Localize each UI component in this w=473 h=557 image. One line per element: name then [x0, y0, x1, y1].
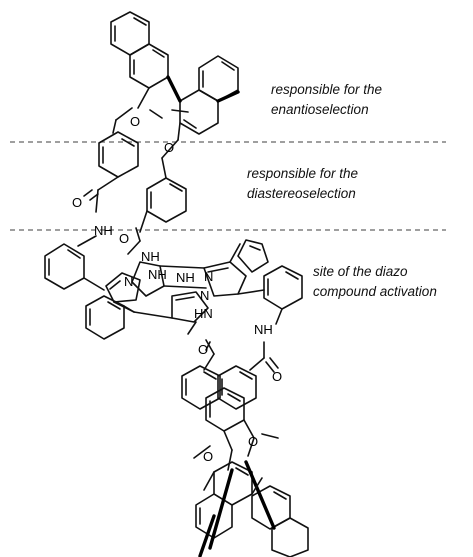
meso-phenyl-lower-left: [85, 295, 135, 340]
atom-o-top-left: O: [130, 114, 140, 129]
benzyl-linker-left: [83, 131, 139, 213]
atom-nh-pyrrole-upper: NH: [141, 249, 160, 264]
atom-n-pyrrole-right: N: [204, 269, 213, 284]
biaryl-axis-bond: [166, 75, 182, 103]
atom-nh-right: NH: [254, 322, 273, 337]
naphthyl-ring-a2: [129, 43, 169, 89]
annotation-activation-line2: compound activation: [313, 284, 437, 299]
aryl-ring-right: [263, 265, 303, 325]
annotation-enantioselection: responsible for the enantioselection: [271, 80, 382, 120]
phenyl-ring-meso-lower-left: [85, 295, 125, 340]
pyrrole-ring-upper: [131, 261, 165, 297]
atom-o-amide-lower-right: O: [272, 369, 282, 384]
pyrrole-ring-lower: [171, 291, 209, 323]
binaphthyl-bottom: [195, 460, 309, 557]
naphthyl-ring-d2: [271, 517, 309, 557]
phenyl-ring-linker-left: [98, 131, 139, 178]
meso-ring-top-right: [237, 239, 269, 273]
atom-n-pyrrole-lower: N: [200, 288, 209, 303]
naphthyl-ring-c1: [213, 461, 253, 506]
phenyl-ring-upper-left: [44, 243, 85, 290]
annotation-diastereoselection: responsible for the diastereoselection: [247, 164, 358, 204]
lower-aryl-stack: [181, 365, 279, 471]
pyrrole-ring-right: [203, 261, 247, 297]
atom-o-amide-left: O: [72, 195, 82, 210]
naphthyl-ring-d1: [251, 485, 291, 530]
phenyl-ring-lower-b: [217, 365, 257, 410]
benzyl-linker-right: [127, 139, 187, 255]
annotation-enantio-line2: enantioselection: [271, 102, 369, 117]
phenyl-ring-lower-a: [181, 365, 221, 410]
annotation-diastereo-line2: diastereoselection: [247, 186, 356, 201]
annotation-diastereo-line1: responsible for the: [247, 166, 359, 181]
annotation-activation-line1: site of the diazo: [313, 264, 408, 279]
atom-o-bottom-right: O: [248, 434, 258, 449]
atom-hn-lower: HN: [194, 306, 213, 321]
atom-o-amide-lower-left: O: [198, 342, 208, 357]
annotation-enantio-line1: responsible for the: [271, 82, 383, 97]
atom-n-pyrrole-left: N: [124, 274, 133, 289]
atom-nh-pyrrole-center: NH: [148, 267, 167, 282]
amide-linkers-lower: [187, 321, 279, 373]
phenyl-ring-linker-right: [146, 177, 187, 223]
atom-o-bottom-left: O: [203, 449, 213, 464]
atom-o-amide-center: O: [119, 231, 129, 246]
atom-nh-left: NH: [94, 223, 113, 238]
atom-o-top-center: O: [164, 140, 174, 155]
annotation-activation-site: site of the diazo compound activation: [313, 262, 437, 302]
atom-labels: O O O NH O NH NH NH N N N HN NH O O O O: [72, 114, 282, 464]
aryl-ring-upper-left: [44, 235, 105, 291]
phenyl-ring-right: [263, 265, 303, 310]
biaryl-axis-bond-bottom: [208, 468, 234, 550]
pyrrole-ring-left: [105, 272, 141, 303]
binaphthyl-top: [110, 11, 240, 141]
atom-nh-pyrrole-mid: NH: [176, 270, 195, 285]
naphthyl-ring-a1: [110, 11, 150, 56]
phenyl-ring-lower-c: [205, 387, 245, 432]
